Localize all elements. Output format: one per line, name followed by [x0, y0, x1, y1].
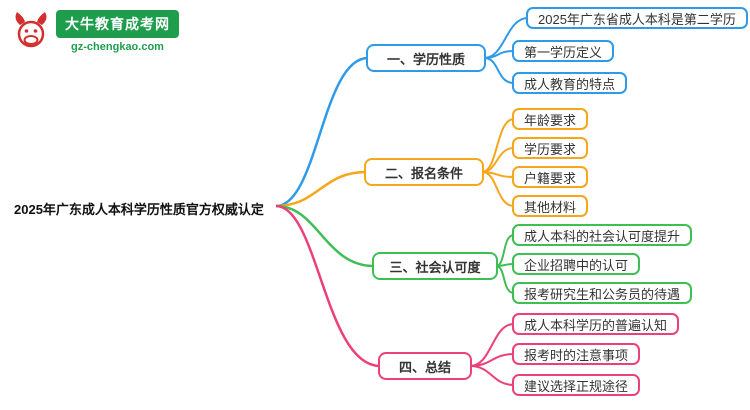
leaf-node: 报考研究生和公务员的待遇	[512, 282, 693, 304]
leaf-node: 成人本科学历的普遍认知	[512, 313, 680, 335]
connector-branch2-leaf	[481, 118, 515, 173]
branch-node-social-recognition: 三、社会认可度	[372, 252, 498, 280]
leaf-node: 户籍要求	[512, 166, 589, 188]
leaf-node: 年龄要求	[512, 108, 589, 130]
connector-branch2-leaf	[481, 171, 515, 207]
leaf-node: 学历要求	[512, 137, 589, 159]
leaf-node: 成人教育的特点	[512, 72, 628, 94]
connector-branch1-leaf	[483, 50, 515, 59]
connector-branch2-leaf	[481, 171, 515, 178]
leaf-node: 建议选择正规途径	[512, 374, 641, 396]
connector-root-branch-3	[275, 204, 375, 268]
leaf-node: 企业招聘中的认可	[512, 253, 641, 275]
leaf-node: 其他材料	[512, 195, 589, 217]
branch-node-summary: 四、总结	[378, 352, 472, 380]
connector-branch1-leaf	[483, 57, 515, 84]
branch-node-education-nature: 一、学历性质	[366, 44, 486, 72]
connector-root-branch-2	[275, 170, 367, 208]
connector-root-branch-4	[275, 204, 381, 368]
connector-branch4-leaf	[469, 353, 515, 367]
connector-root-branch-1	[275, 56, 369, 208]
site-logo: 大牛教育成考网 gz-chengkao.com	[10, 10, 179, 56]
site-url: gz-chengkao.com	[71, 41, 164, 53]
branch-node-registration: 二、报名条件	[364, 158, 484, 186]
leaf-node: 报考时的注意事项	[512, 343, 641, 365]
connector-branch2-leaf	[481, 147, 515, 173]
logo-text-block: 大牛教育成考网 gz-chengkao.com	[56, 10, 179, 53]
leaf-node: 成人本科的社会认可度提升	[512, 224, 693, 246]
site-name: 大牛教育成考网	[56, 10, 179, 38]
bull-logo-icon	[15, 12, 47, 48]
leaf-node: 第一学历定义	[512, 40, 615, 62]
connector-branch4-leaf	[469, 323, 515, 367]
connector-branch4-leaf	[469, 365, 515, 386]
leaf-node: 2025年广东省成人本科是第二学历	[526, 7, 748, 29]
root-topic: 2025年广东成人本科学历性质官方权威认定	[14, 202, 264, 217]
